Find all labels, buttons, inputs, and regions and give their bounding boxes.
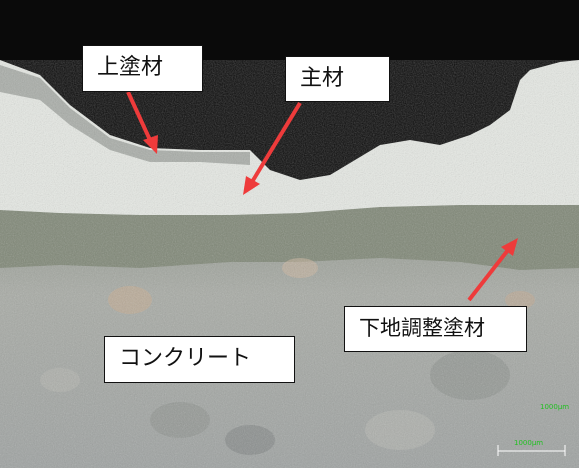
texture-overlay [0, 60, 579, 468]
scale-bar [497, 445, 566, 456]
arrow-main-coat [250, 101, 302, 184]
arrow-top-coat [126, 91, 152, 141]
base-coat-label: 下地調整塗材 [344, 306, 527, 352]
concrete-label: コンクリート [104, 336, 295, 383]
arrow-base-coat [467, 248, 510, 302]
top-coat-label: 上塗材 [82, 45, 203, 92]
scale-label-a: 1000μm [540, 403, 570, 411]
main-coat-label: 主材 [285, 56, 390, 102]
annotation-arrows [126, 91, 518, 302]
scale-label-b: 1000μm [514, 439, 544, 447]
